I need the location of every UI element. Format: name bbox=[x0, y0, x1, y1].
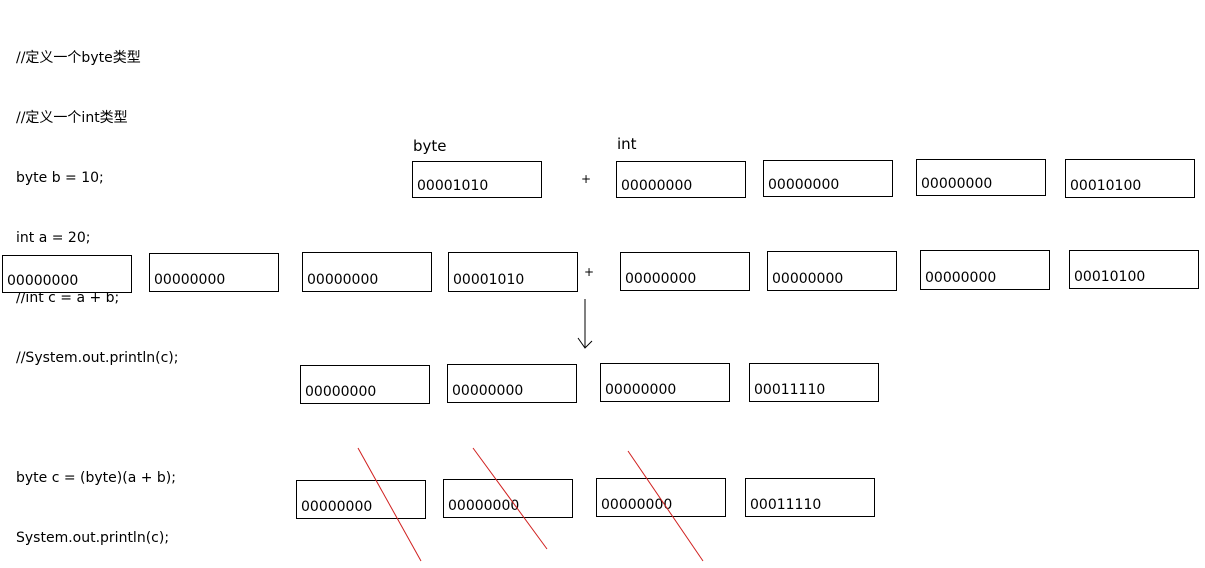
code-line: byte b = 10; bbox=[16, 170, 104, 186]
promoted-byte-box: 00000000 bbox=[2, 255, 132, 293]
int-byte-box: 00000000 bbox=[620, 252, 750, 291]
code-line: //int c = a + b; bbox=[16, 290, 120, 306]
byte-box: 00001010 bbox=[412, 161, 542, 198]
code-line: //定义一个byte类型 bbox=[16, 50, 141, 66]
plus-sign: + bbox=[581, 172, 592, 186]
byte-label: byte bbox=[413, 137, 447, 155]
promoted-byte-box: 00000000 bbox=[302, 252, 432, 292]
code-line: System.out.println(c); bbox=[16, 530, 170, 546]
code-line: byte c = (byte)(a + b); bbox=[16, 470, 176, 486]
truncated-byte-box: 00011110 bbox=[745, 478, 875, 517]
int-byte-box: 00000000 bbox=[616, 161, 746, 198]
int-byte-box: 00000000 bbox=[916, 159, 1046, 196]
down-arrow-icon bbox=[577, 299, 593, 349]
sum-byte-box: 00011110 bbox=[749, 363, 879, 402]
truncated-byte-box: 00000000 bbox=[596, 478, 726, 517]
code-line bbox=[16, 408, 178, 428]
code-block: //定义一个byte类型 //定义一个int类型 byte b = 10; in… bbox=[16, 8, 178, 568]
sum-byte-box: 00000000 bbox=[600, 363, 730, 402]
code-line: //System.out.println(c); bbox=[16, 350, 179, 366]
sum-byte-box: 00000000 bbox=[447, 364, 577, 403]
int-label: int bbox=[617, 135, 637, 153]
sum-byte-box: 00000000 bbox=[300, 365, 430, 404]
int-byte-box: 00000000 bbox=[767, 251, 897, 291]
truncated-byte-box: 00000000 bbox=[443, 479, 573, 518]
int-byte-box: 00000000 bbox=[920, 250, 1050, 290]
int-byte-box: 00010100 bbox=[1069, 250, 1199, 289]
code-line: int a = 20; bbox=[16, 230, 91, 246]
plus-sign: + bbox=[584, 265, 595, 279]
truncated-byte-box: 00000000 bbox=[296, 480, 426, 519]
code-line: //定义一个int类型 bbox=[16, 110, 128, 126]
int-byte-box: 00000000 bbox=[763, 160, 893, 197]
promoted-byte-box: 00000000 bbox=[149, 253, 279, 292]
promoted-byte-box: 00001010 bbox=[448, 252, 578, 292]
int-byte-box: 00010100 bbox=[1065, 159, 1195, 198]
